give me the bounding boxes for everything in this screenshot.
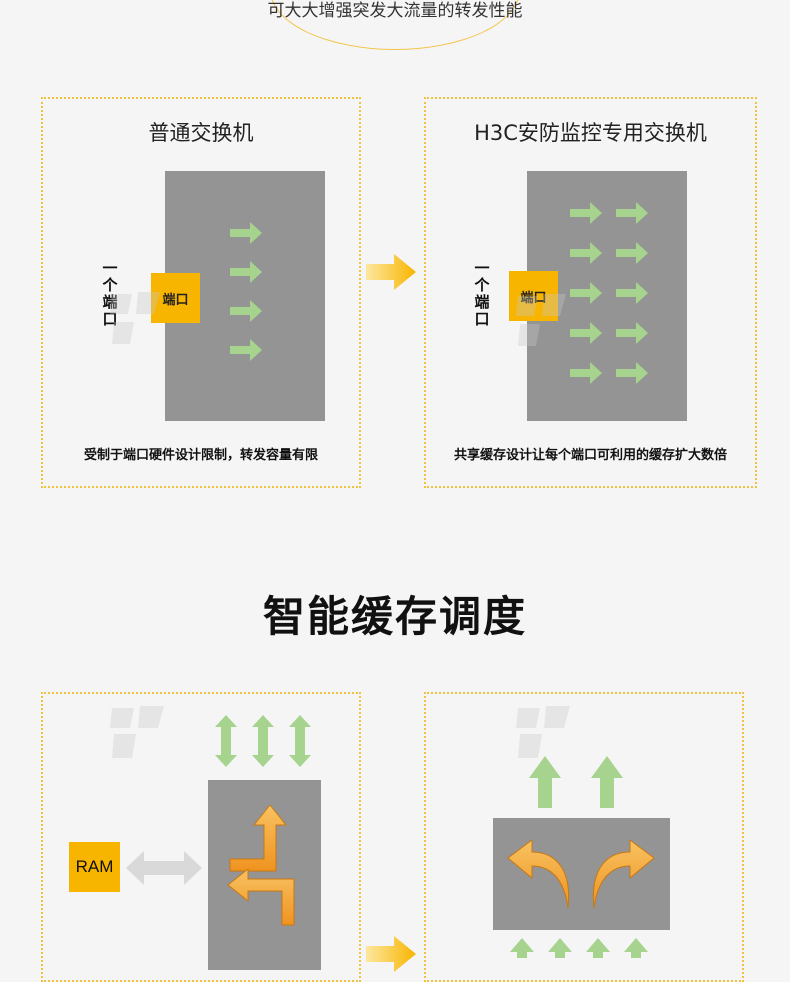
right-arrow-icon — [230, 339, 262, 361]
right-arrow-icon — [570, 202, 602, 224]
double-arrow-icon — [289, 715, 311, 767]
vertical-label-h3c: 一个端口 — [474, 259, 490, 328]
right-arrow-icon — [570, 282, 602, 304]
vertical-label-ordinary: 一个端口 — [102, 259, 118, 328]
ram-box: RAM — [69, 842, 120, 892]
intro-line: 可大大增强突发大流量的转发性能 — [267, 1, 523, 21]
double-arrow-icon — [215, 715, 237, 767]
up-arrow-icon — [591, 756, 623, 808]
right-arrow-icon — [570, 242, 602, 264]
panel-h3c-switch — [424, 97, 757, 488]
flow-arrows-h3c — [570, 202, 648, 384]
right-arrow-icon — [616, 202, 648, 224]
port-box-ordinary: 端口 — [151, 273, 200, 323]
up-arrow-icon — [529, 756, 561, 808]
up-arrow-icon — [586, 938, 610, 958]
right-arrow-icon — [616, 242, 648, 264]
right-arrow-icon — [230, 300, 262, 322]
double-arrow-icon — [126, 851, 202, 885]
gold-chevron-arrow-icon — [366, 254, 416, 290]
up-arrow-icon — [624, 938, 648, 958]
right-arrow-icon — [616, 322, 648, 344]
vertical-double-arrows — [215, 715, 311, 767]
panel-title-ordinary: 普通交换机 — [148, 121, 254, 145]
double-arrow-icon — [252, 715, 274, 767]
cache-block-right — [493, 818, 670, 930]
caption-ordinary: 受制于端口硬件设计限制，转发容量有限 — [83, 448, 318, 463]
right-arrow-icon — [616, 282, 648, 304]
up-arrow-icon — [548, 938, 572, 958]
curved-arrow-icon — [592, 839, 655, 908]
brand-watermark-icon — [516, 294, 566, 346]
right-arrow-icon — [570, 362, 602, 384]
panel-title-h3c: H3C安防监控专用交换机 — [474, 121, 707, 145]
right-arrow-icon — [570, 322, 602, 344]
section-title: 智能缓存调度 — [262, 592, 527, 641]
port-box-h3c: 端口 — [509, 271, 558, 321]
flow-arrows-ordinary — [230, 222, 262, 361]
brand-watermark-icon — [516, 706, 570, 758]
up-arrow-icon — [510, 938, 534, 958]
right-arrow-icon — [230, 261, 262, 283]
brand-watermark-icon — [110, 706, 164, 758]
turn-arrows — [227, 805, 295, 926]
turn-arrow-icon — [227, 867, 295, 926]
right-arrow-icon — [616, 362, 648, 384]
up-arrows-bottom — [510, 938, 648, 958]
panel-ordinary-switch — [41, 97, 361, 488]
curved-arrows — [507, 839, 655, 908]
turn-arrow-icon — [229, 805, 288, 872]
up-arrows-top — [529, 756, 623, 808]
curved-arrow-icon — [507, 839, 570, 908]
brand-watermark-icon — [110, 292, 160, 344]
right-arrow-icon — [230, 222, 262, 244]
gold-chevron-arrow-icon — [366, 936, 416, 972]
caption-h3c: 共享缓存设计让每个端口可利用的缓存扩大数倍 — [453, 448, 727, 463]
